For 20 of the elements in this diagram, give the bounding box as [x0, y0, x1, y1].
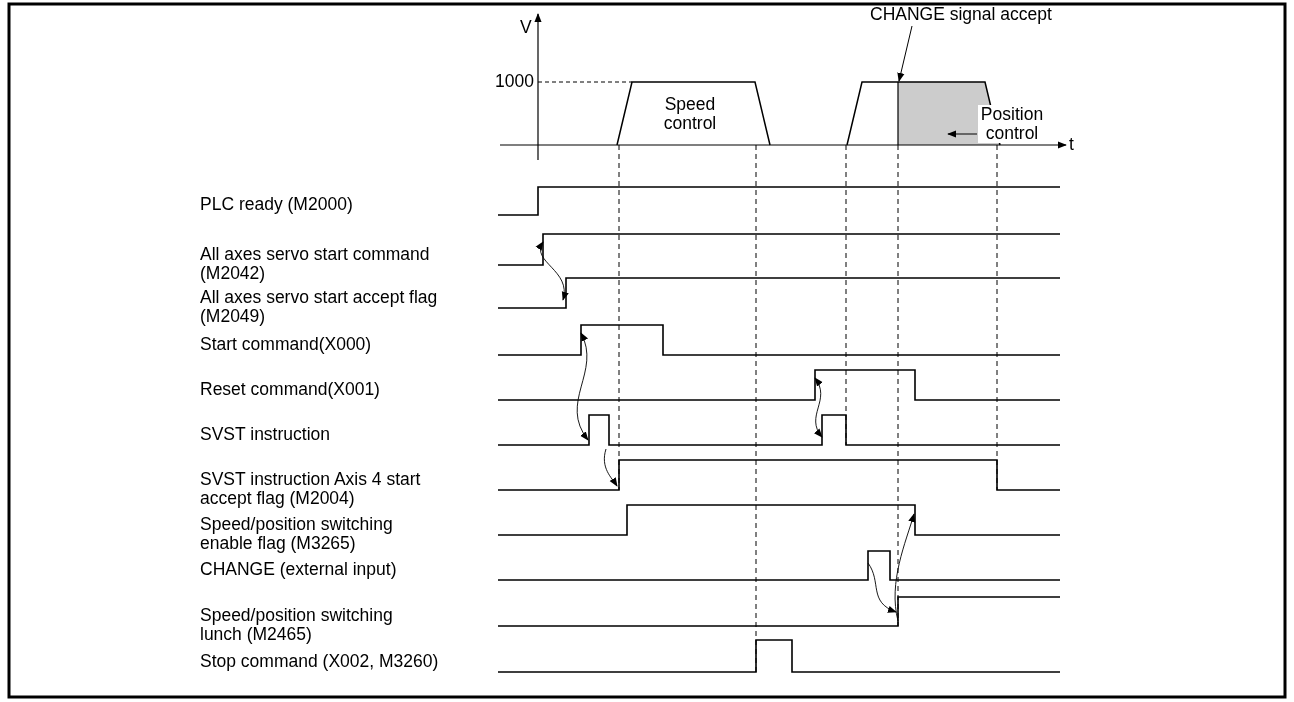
- leader-line: [897, 25, 913, 82]
- signal-name: SVST instruction: [200, 425, 331, 444]
- signal-name: All axes servo start command (M2042): [200, 245, 431, 283]
- signal-name: SVST instruction Axis 4 start accept flag (M2004): [200, 470, 422, 508]
- signal-name: Stop command (X002, M3260): [200, 652, 440, 671]
- callout-text: Position control: [978, 105, 1046, 143]
- callout-text: CHANGE signal accept: [870, 5, 1060, 24]
- axis-label: V: [520, 18, 533, 37]
- region-label: Speed control: [662, 95, 718, 133]
- signal-name: All axes servo start accept flag (M2049): [200, 288, 439, 326]
- signal-name: CHANGE (external input): [200, 560, 398, 579]
- switch-line: [897, 81, 899, 146]
- signal-name: Speed/position switching lunch (M2465): [200, 606, 394, 644]
- leader-line: [947, 130, 978, 138]
- axis-label: t: [1069, 135, 1075, 154]
- signal-name: PLC ready (M2000): [200, 195, 354, 214]
- signal-name: Reset command(X001): [200, 380, 381, 399]
- signal-name: Start command(X000): [200, 335, 373, 354]
- level-value: 1000: [494, 72, 534, 91]
- signal-name: Speed/position switching enable flag (M3265): [200, 515, 394, 553]
